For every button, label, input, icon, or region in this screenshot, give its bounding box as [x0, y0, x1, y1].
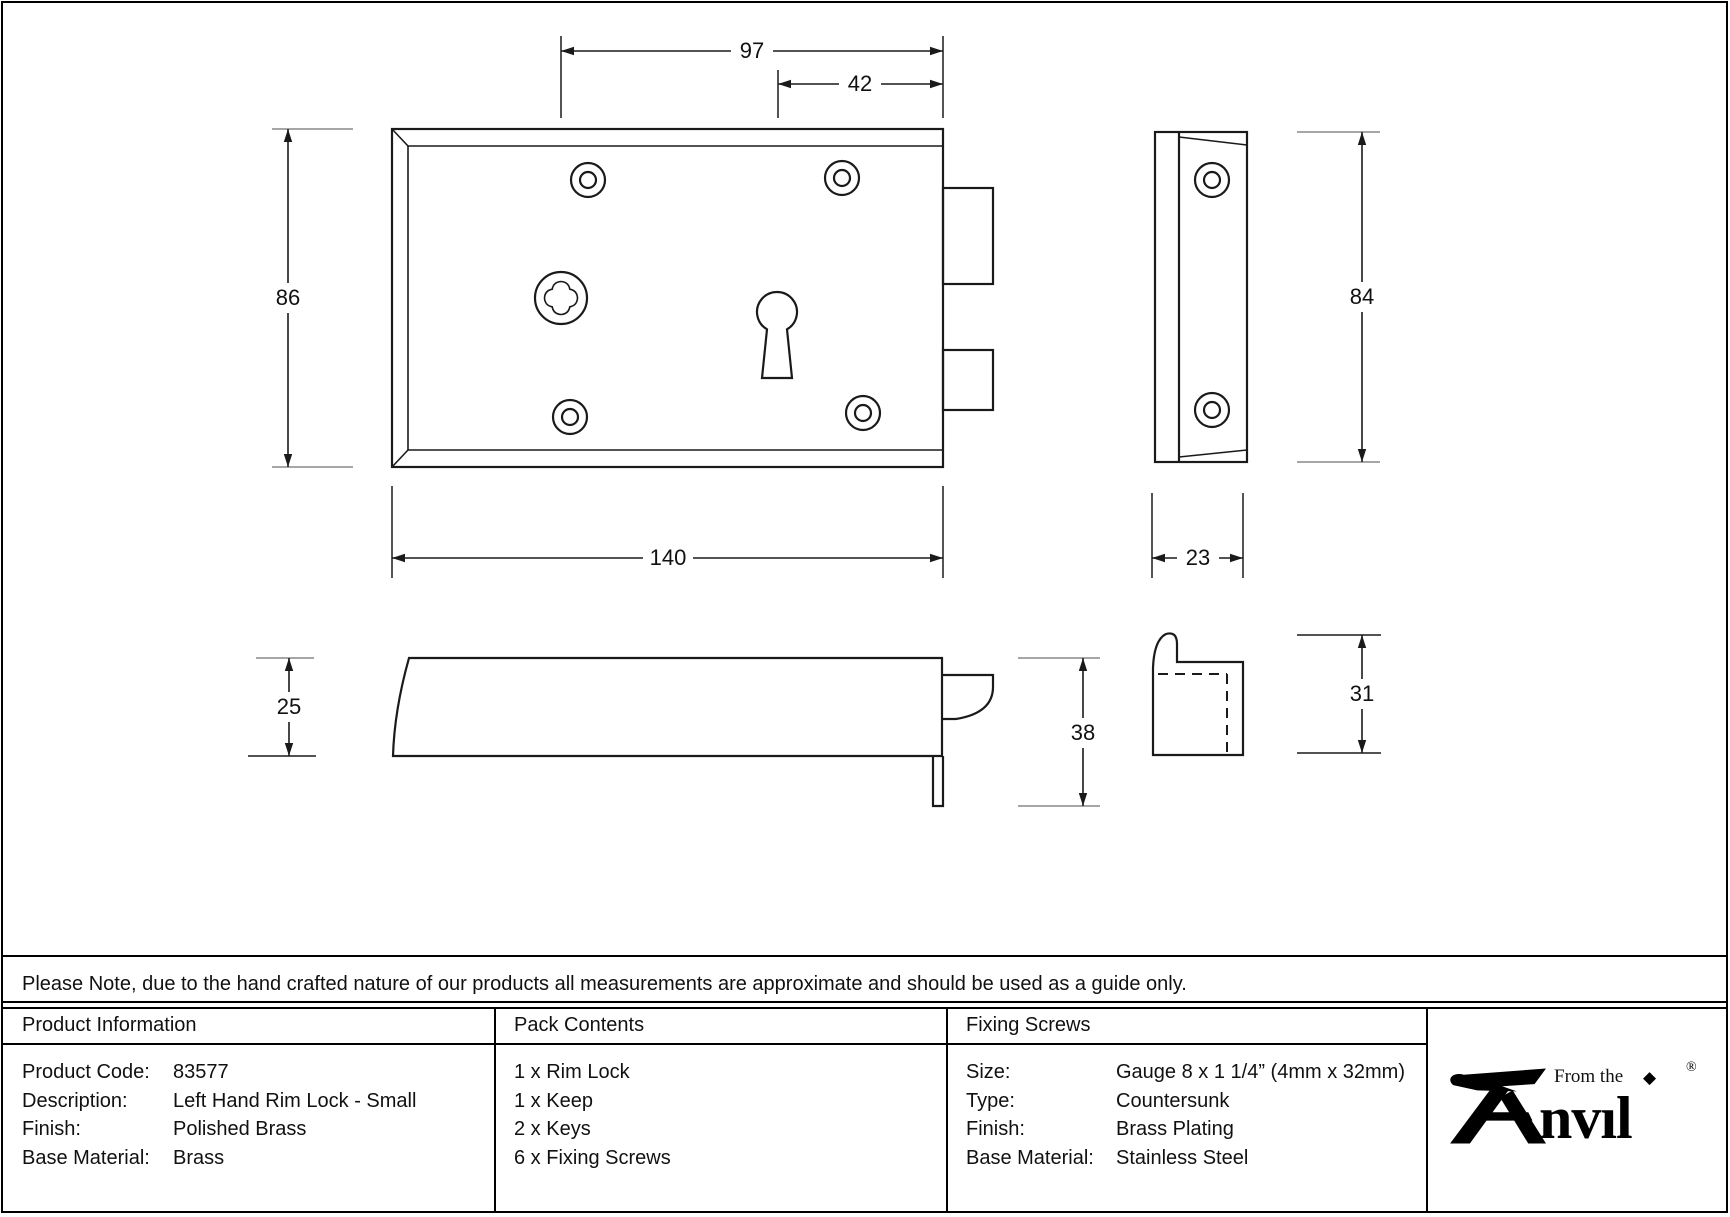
lock-bolt [941, 348, 995, 412]
dimension-84: 84 [1297, 131, 1380, 463]
table-top-border [1, 1007, 1728, 1009]
dim-31-label: 31 [1350, 681, 1374, 706]
dim-38-label: 38 [1071, 720, 1095, 745]
product-info-values: 83577 Left Hand Rim Lock - Small Polishe… [173, 1058, 416, 1172]
page-border-left [1, 1, 3, 1213]
dim-42-label: 42 [848, 71, 872, 96]
table-column-divider-3 [1426, 1007, 1428, 1213]
pack-item: 6 x Fixing Screws [514, 1146, 671, 1169]
keep-side-view [1153, 130, 1249, 464]
dimension-86: 86 [272, 128, 353, 468]
product-code-label: Product Code: [22, 1061, 150, 1083]
screw-hole-icon [551, 159, 882, 436]
dim-97-label: 97 [740, 38, 764, 63]
spindle-hub-icon [533, 270, 589, 326]
screw-finish-label: Finish: [966, 1118, 1025, 1140]
pack-item: 1 x Keep [514, 1089, 593, 1112]
product-code-value: 83577 [173, 1061, 229, 1083]
screw-finish-value: Brass Plating [1116, 1118, 1234, 1140]
type-label: Type: [966, 1089, 1015, 1112]
lock-profile-view [391, 656, 995, 808]
fixing-screws-values: Gauge 8 x 1 1/4” (4mm x 32mm) Countersun… [1116, 1058, 1405, 1172]
dim-84-label: 84 [1350, 284, 1374, 309]
dimension-23: 23 [1151, 493, 1244, 578]
front-view [390, 127, 995, 469]
note-box-bottom-border [1, 1001, 1728, 1003]
base-material-label: Base Material: [22, 1146, 150, 1169]
disclaimer-note: Please Note, due to the hand crafted nat… [22, 973, 1187, 995]
dimension-97: 97 [560, 36, 944, 118]
screw-hole-icon [1193, 161, 1231, 429]
pack-item: 2 x Keys [514, 1118, 591, 1140]
diamond-icon: ◆ [1643, 1068, 1657, 1087]
dimension-38: 38 [1018, 657, 1100, 807]
dim-23-label: 23 [1186, 545, 1210, 570]
fixing-screws-labels: Size: Type: Finish: Base Material: [966, 1058, 1094, 1172]
dimension-140: 140 [391, 486, 944, 578]
anvil-icon [1450, 1068, 1546, 1144]
keyhole-icon [755, 290, 799, 380]
latch-bolt [941, 186, 995, 286]
dim-86-label: 86 [276, 285, 300, 310]
screw-material-label: Base Material: [966, 1146, 1094, 1169]
dimension-31: 31 [1297, 634, 1381, 754]
header-pack-contents: Pack Contents [514, 1014, 645, 1036]
header-product-information: Product Information [22, 1014, 197, 1036]
table-column-divider-1 [494, 1007, 496, 1213]
note-box-top-border [1, 955, 1728, 957]
table-column-divider-2 [946, 1007, 948, 1213]
size-value: Gauge 8 x 1 1/4” (4mm x 32mm) [1116, 1061, 1405, 1083]
finish-label: Finish: [22, 1118, 81, 1140]
logo-name: nvıl [1539, 1085, 1633, 1151]
base-material-value: Brass [173, 1146, 225, 1169]
header-fixing-screws: Fixing Screws [966, 1014, 1091, 1036]
dimension-25: 25 [248, 657, 316, 757]
brand-logo: From the ◆ nvıl ® [1440, 1058, 1725, 1158]
technical-drawing: 97 42 86 140 [248, 36, 1381, 808]
screw-material-value: Stainless Steel [1116, 1146, 1249, 1169]
description-label: Description: [22, 1089, 128, 1112]
dimension-42: 42 [777, 70, 943, 118]
product-info-labels: Product Code: Description: Finish: Base … [22, 1058, 150, 1172]
pack-contents-list: 1 x Rim Lock 1 x Keep 2 x Keys 6 x Fixin… [514, 1058, 671, 1172]
table-header-divider [1, 1043, 1426, 1045]
finish-value: Polished Brass [173, 1118, 307, 1140]
page-border-top [1, 1, 1728, 3]
logo-from-the: From the [1554, 1066, 1624, 1087]
type-value: Countersunk [1116, 1089, 1230, 1112]
keep-profile-view [1151, 632, 1245, 757]
description-value: Left Hand Rim Lock - Small [173, 1089, 417, 1112]
dim-140-label: 140 [650, 545, 687, 570]
page-border-bottom [1, 1211, 1728, 1213]
size-label: Size: [966, 1061, 1011, 1083]
registered-trademark-icon: ® [1686, 1060, 1697, 1075]
dim-25-label: 25 [277, 694, 301, 719]
page-border-right [1726, 1, 1728, 1213]
pack-item: 1 x Rim Lock [514, 1061, 630, 1083]
